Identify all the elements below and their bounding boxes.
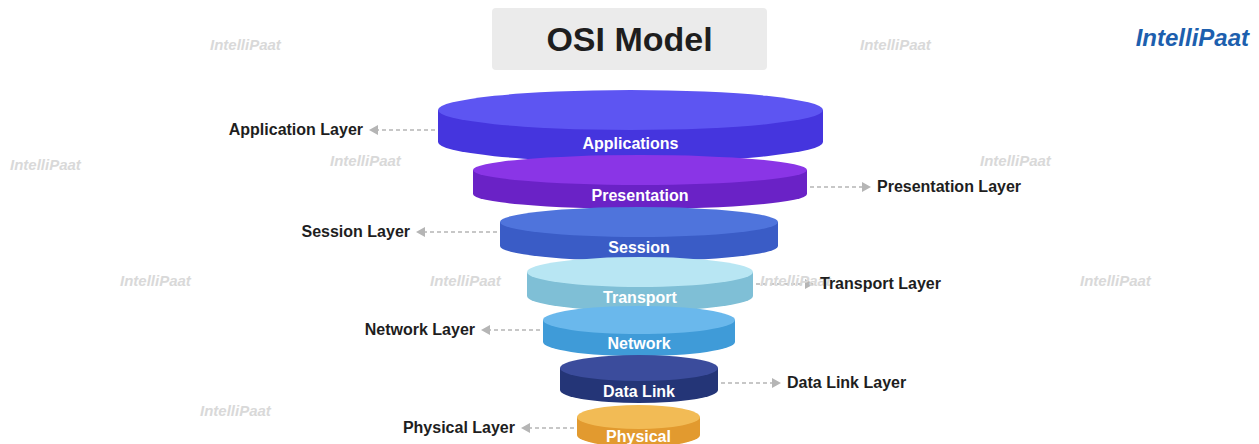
- layer-disk: NetworkNetwork Layer: [543, 306, 735, 356]
- watermark: IntelliPaat: [210, 36, 281, 53]
- leader-arrowhead: [481, 325, 490, 335]
- layer-label: Presentation Layer: [877, 178, 1021, 196]
- leader-arrowhead: [772, 378, 781, 388]
- leader-arrowhead: [416, 227, 425, 237]
- leader-arrowhead: [862, 182, 871, 192]
- layer-disk: PresentationPresentation Layer: [473, 155, 807, 209]
- leader-arrowhead: [521, 423, 530, 433]
- leader-line: [424, 231, 497, 233]
- layer-disk: Data LinkData Link Layer: [560, 355, 718, 403]
- layer-name: Data Link: [560, 383, 718, 401]
- watermark: IntelliPaat: [1080, 272, 1151, 289]
- layer-disk: ApplicationsApplication Layer: [438, 90, 823, 162]
- layer-disk: SessionSession Layer: [500, 207, 778, 261]
- layer-name: Applications: [438, 135, 823, 153]
- layer-label: Transport Layer: [820, 275, 941, 293]
- layer-name: Session: [500, 239, 778, 257]
- disk-top: [500, 207, 778, 237]
- watermark: IntelliPaat: [980, 152, 1051, 169]
- layer-name: Network: [543, 335, 735, 353]
- layer-label: Data Link Layer: [787, 374, 906, 392]
- watermark: IntelliPaat: [200, 402, 271, 419]
- brand-logo: IntelliPaat: [1136, 24, 1249, 52]
- layer-disk: TransportTransport Layer: [527, 257, 753, 311]
- watermark: IntelliPaat: [10, 156, 81, 173]
- watermark: IntelliPaat: [430, 272, 501, 289]
- watermark: IntelliPaat: [860, 36, 931, 53]
- layer-label: Session Layer: [302, 223, 411, 241]
- watermark: IntelliPaat: [330, 152, 401, 169]
- leader-arrowhead: [369, 125, 378, 135]
- disk-top: [560, 355, 718, 381]
- disk-top: [543, 306, 735, 334]
- disk-top: [438, 90, 823, 130]
- leader-line: [377, 129, 435, 131]
- layer-name: Transport: [527, 289, 753, 307]
- disk-top: [473, 155, 807, 185]
- leader-line: [529, 427, 574, 429]
- watermark: IntelliPaat: [120, 272, 191, 289]
- layer-name: Physical: [577, 428, 700, 444]
- leader-line: [810, 186, 863, 188]
- layer-disk: PhysicalPhysical Layer: [577, 405, 700, 444]
- title-box: OSI Model: [492, 8, 767, 70]
- leader-line: [721, 382, 773, 384]
- disk-top: [577, 405, 700, 429]
- layer-label: Network Layer: [365, 321, 475, 339]
- disk-top: [527, 257, 753, 287]
- layer-label: Physical Layer: [403, 419, 515, 437]
- leader-line: [489, 329, 540, 331]
- layer-label: Application Layer: [229, 121, 363, 139]
- layer-name: Presentation: [473, 187, 807, 205]
